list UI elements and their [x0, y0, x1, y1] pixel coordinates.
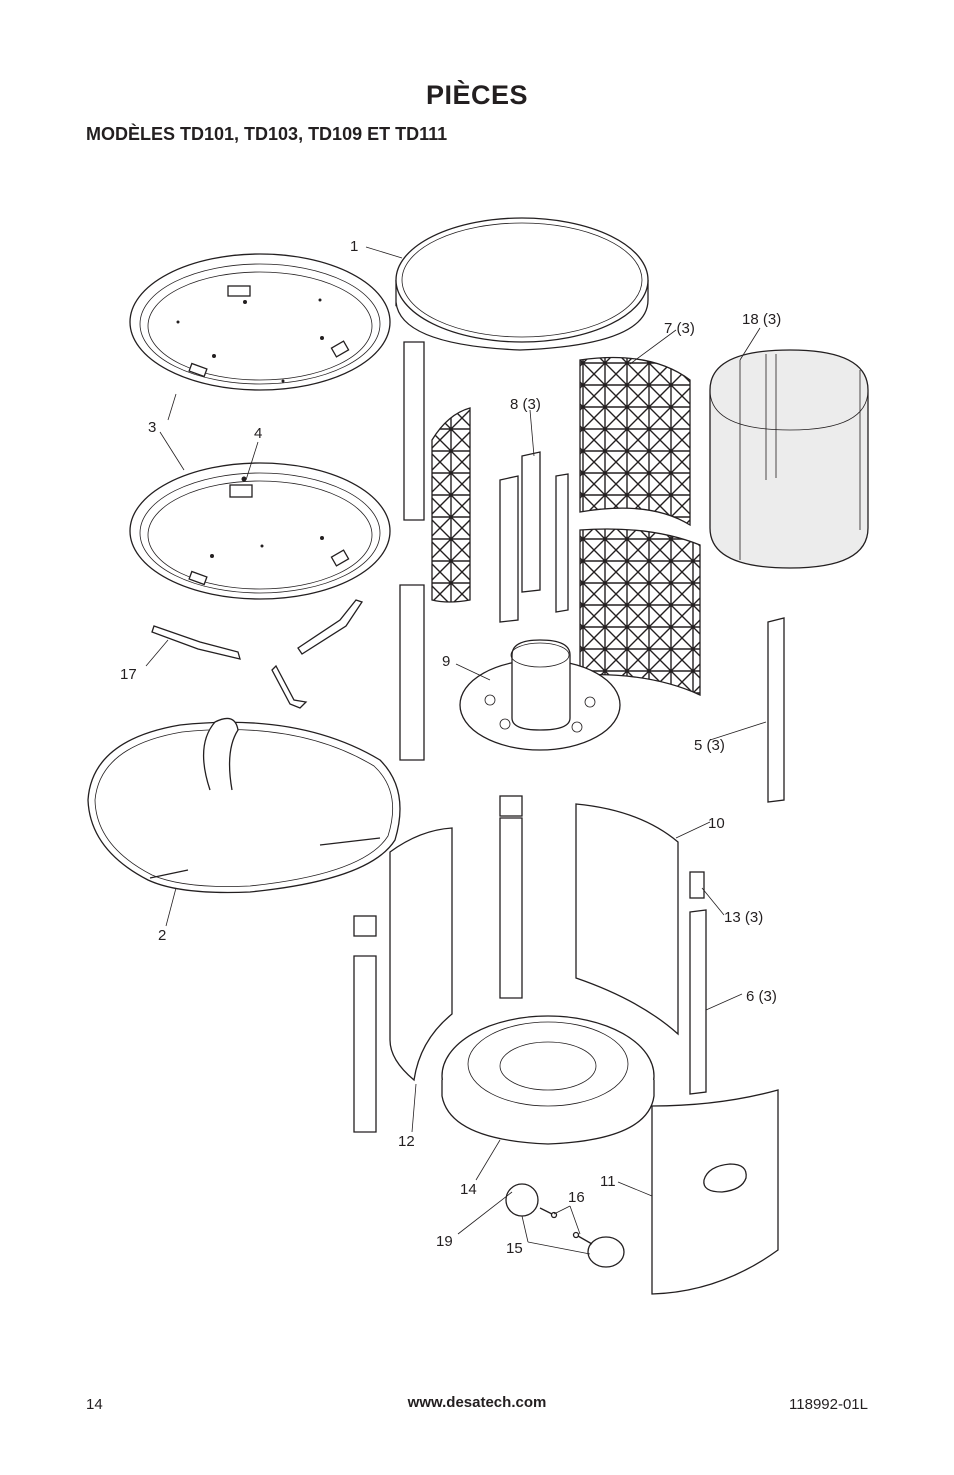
callout-10: 10	[708, 815, 725, 832]
callout-6: 6 (3)	[746, 988, 777, 1005]
part-15-wheels	[505, 1183, 625, 1268]
callout-2: 2	[158, 927, 166, 944]
part-10-shield	[575, 803, 679, 1036]
callout-7: 7 (3)	[664, 320, 695, 337]
part-16-axles	[539, 1207, 593, 1245]
callout-1: 1	[350, 238, 358, 255]
leader-lines	[145, 246, 767, 1255]
website-link[interactable]: www.desatech.com	[407, 1394, 547, 1411]
callout-11: 11	[600, 1173, 616, 1190]
part-13-blocks	[353, 795, 705, 937]
models-subtitle: MODÈLES TD101, TD103, TD109 ET TD111	[86, 124, 448, 144]
callout-9: 9	[442, 653, 450, 670]
part-7-lattice-panels	[431, 356, 701, 697]
part-9-burner	[459, 639, 621, 751]
part-11-door-panel	[651, 1089, 779, 1295]
callout-15: 15	[506, 1240, 523, 1257]
callout-19: 19	[436, 1233, 453, 1250]
callout-labels: 1 3 4 7 (3) 18 (3) 8 (3) 9 17 5 (3) 10 1…	[120, 238, 781, 1257]
part-12-shield	[389, 827, 453, 1082]
part-1-top-disc	[395, 217, 649, 351]
callout-12: 12	[398, 1133, 415, 1150]
part-17-brackets	[151, 599, 364, 709]
document-code: 118992-01L	[789, 1396, 868, 1413]
callout-8: 8 (3)	[510, 396, 541, 413]
part-14-base	[441, 1015, 655, 1145]
callout-16: 16	[568, 1189, 585, 1206]
callout-18: 18 (3)	[742, 311, 781, 328]
callout-17: 17	[120, 666, 137, 683]
page-number: 14	[86, 1396, 103, 1413]
part-3-lower-dish	[129, 462, 391, 600]
part-3-upper-dish	[129, 253, 391, 391]
part-5-post	[767, 617, 785, 803]
callout-3: 3	[148, 419, 156, 436]
callout-5: 5 (3)	[694, 737, 725, 754]
part-8-uprights	[403, 341, 569, 623]
callout-4: 4	[254, 425, 262, 442]
part-18-glass-cylinder	[709, 349, 869, 569]
page-title: PIÈCES	[425, 80, 529, 110]
callout-13: 13 (3)	[724, 909, 763, 926]
part-6-post	[353, 584, 707, 1133]
part-2-burner-tube	[87, 717, 401, 894]
callout-14: 14	[460, 1181, 477, 1198]
